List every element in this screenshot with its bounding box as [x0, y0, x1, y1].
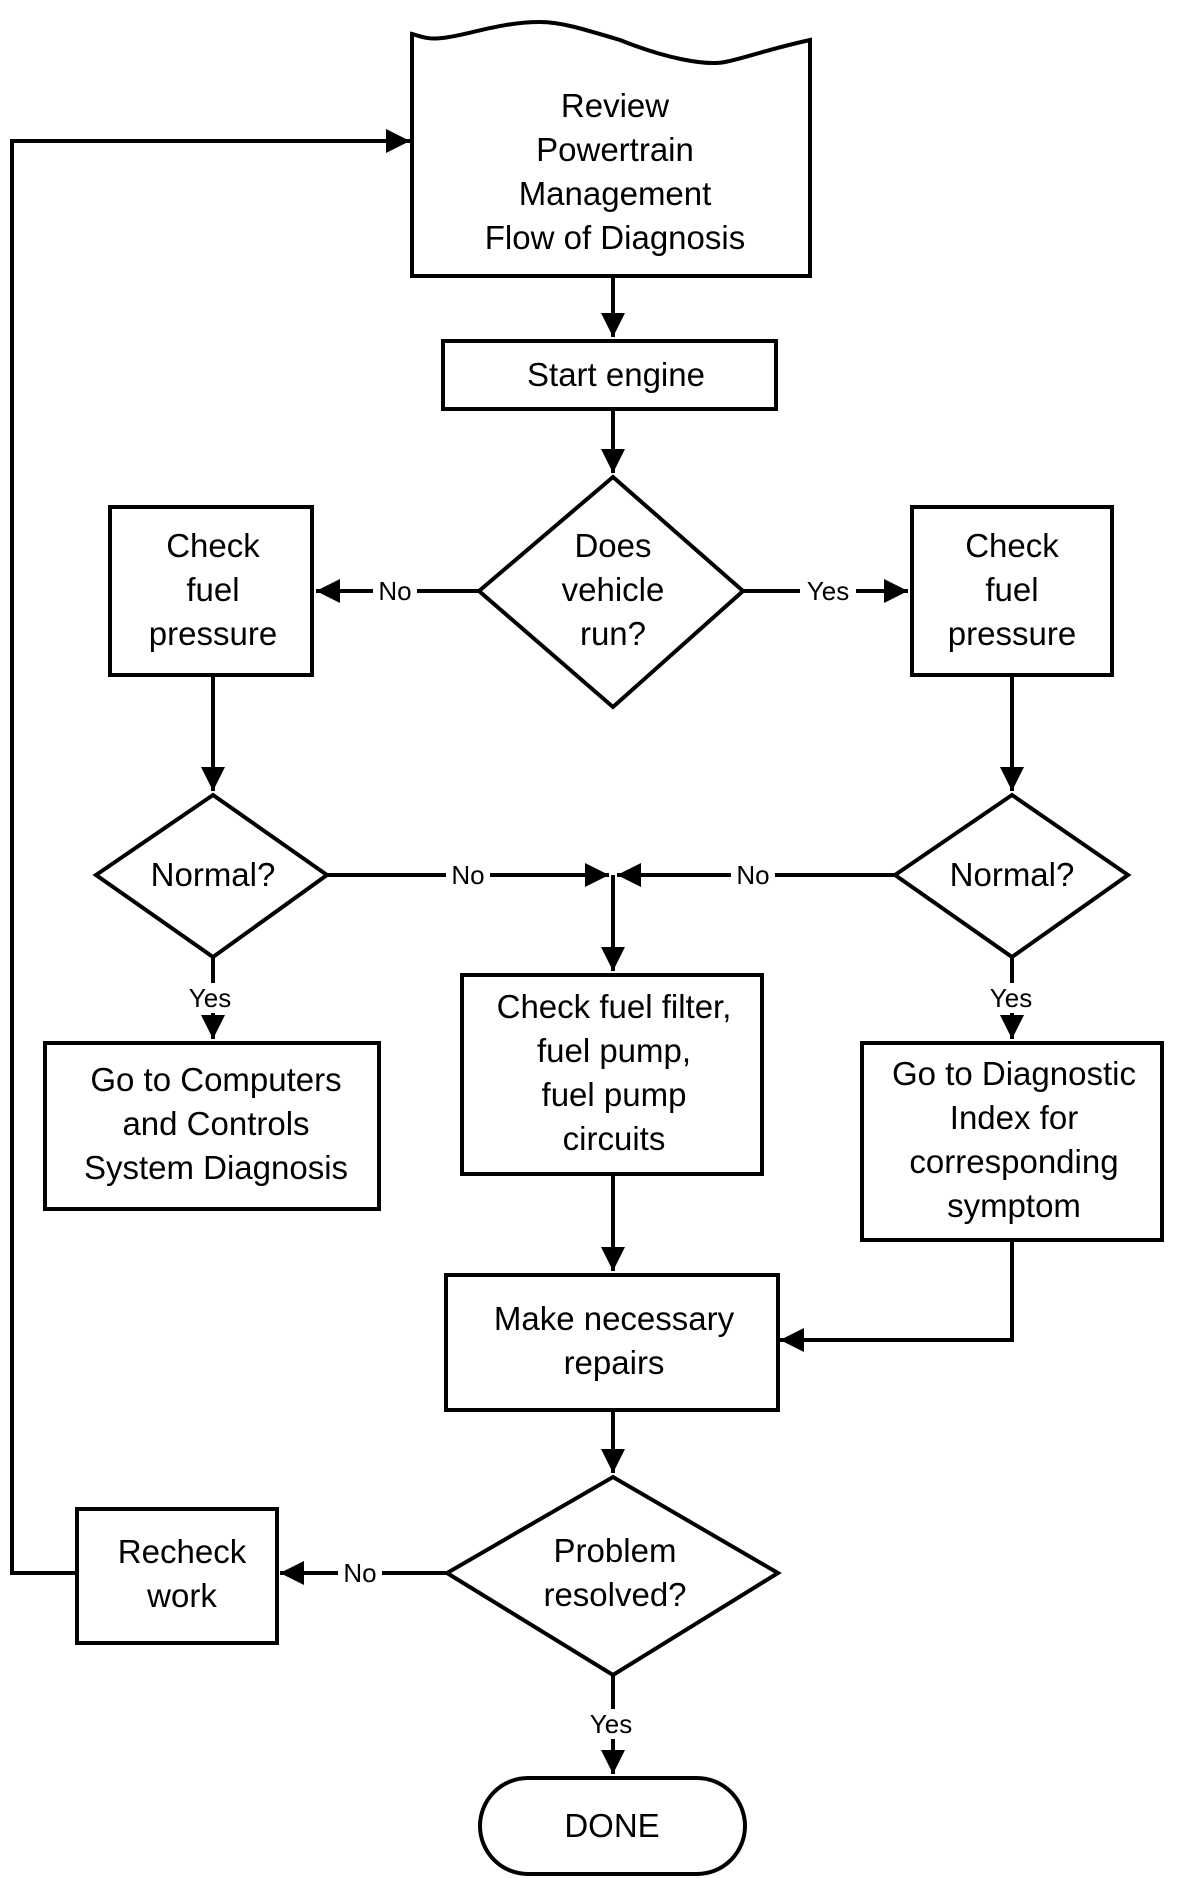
edge-label-normal-left-yes: Yes	[189, 983, 231, 1013]
node-text-line: fuel pump	[542, 1076, 687, 1113]
edge-recheck-loop	[10, 129, 410, 1575]
node-text-line: pressure	[149, 615, 277, 652]
check-left-box	[108, 505, 314, 677]
resolved-text: Problem resolved?	[543, 1532, 686, 1613]
done-text: DONE	[564, 1807, 659, 1844]
node-text-line: Review	[561, 87, 669, 124]
node-text-line: Check fuel filter,	[497, 988, 732, 1025]
normal-right-diamond	[891, 792, 1132, 960]
node-text-line: Go to Diagnostic	[892, 1055, 1136, 1092]
edge-label-normal-right-no: No	[736, 860, 769, 890]
node-text-line: Check	[965, 527, 1059, 564]
edge-labels: No Yes No No Yes Yes No Yes	[189, 576, 1032, 1739]
normal-left-text: Normal?	[151, 856, 276, 893]
node-text-line: work	[146, 1577, 217, 1614]
node-text-line: fuel pump,	[537, 1032, 691, 1069]
node-text-line: DONE	[564, 1807, 659, 1844]
filter-text: Check fuel filter, fuel pump, fuel pump cir…	[497, 988, 732, 1157]
node-text-line: Index for	[950, 1099, 1078, 1136]
node-text-line: Normal?	[950, 856, 1075, 893]
start-engine-text: Start engine	[527, 356, 705, 393]
node-text-line: fuel	[985, 571, 1038, 608]
recheck-box	[75, 1507, 279, 1645]
edge-label-normal-right-yes: Yes	[990, 983, 1032, 1013]
edge-label-backgrounds	[181, 576, 1040, 1739]
node-text-line: vehicle	[562, 571, 665, 608]
check-right-box	[910, 505, 1114, 677]
computers-box	[43, 1041, 381, 1211]
filter-box	[460, 973, 764, 1176]
edge-label-resolved-no: No	[343, 1558, 376, 1588]
repairs-box	[444, 1273, 780, 1412]
node-text-line: run?	[580, 615, 646, 652]
node-text-line: Problem	[554, 1532, 677, 1569]
node-text-line: Go to Computers	[90, 1061, 341, 1098]
runs-decision-diamond	[475, 474, 747, 710]
node-text-line: Flow of Diagnosis	[485, 219, 745, 256]
index-box	[860, 1041, 1164, 1242]
node-text-line: repairs	[564, 1344, 665, 1381]
normal-right-text: Normal?	[950, 856, 1075, 893]
node-text-line: Start engine	[527, 356, 705, 393]
repairs-text: Make necessary repairs	[494, 1300, 735, 1381]
edge-label-normal-left-no: No	[451, 860, 484, 890]
node-text-line: Make necessary	[494, 1300, 735, 1337]
node-text-line: Powertrain	[536, 131, 694, 168]
start-engine-box	[441, 339, 778, 411]
check-right-text: Check fuel pressure	[948, 527, 1076, 652]
shapes	[43, 19, 1164, 1876]
edge-label-runs-yes: Yes	[807, 576, 849, 606]
node-text-line: corresponding	[909, 1143, 1118, 1180]
connectors	[10, 129, 1024, 1774]
runs-text: Does vehicle run?	[562, 527, 665, 652]
node-text-line: symptom	[947, 1187, 1081, 1224]
node-text-line: System Diagnosis	[84, 1149, 348, 1186]
resolved-diamond	[443, 1474, 782, 1678]
node-text-line: and Controls	[122, 1105, 309, 1142]
node-text-line: Does	[574, 527, 651, 564]
node-text-line: Management	[519, 175, 712, 212]
edge-index-repairs	[780, 1240, 1014, 1352]
done-terminal	[478, 1776, 747, 1876]
review-document-shape	[410, 19, 812, 278]
node-text-line: circuits	[563, 1120, 666, 1157]
node-text-line: fuel	[186, 571, 239, 608]
edge-label-resolved-yes: Yes	[590, 1709, 632, 1739]
node-text-line: pressure	[948, 615, 1076, 652]
recheck-text: Recheck work	[118, 1533, 247, 1614]
node-text-line: Normal?	[151, 856, 276, 893]
node-text-line: Recheck	[118, 1533, 247, 1570]
normal-left-diamond	[92, 792, 331, 960]
node-text-line: resolved?	[543, 1576, 686, 1613]
node-text-line: Check	[166, 527, 260, 564]
edge-label-runs-no: No	[378, 576, 411, 606]
check-left-text: Check fuel pressure	[149, 527, 277, 652]
